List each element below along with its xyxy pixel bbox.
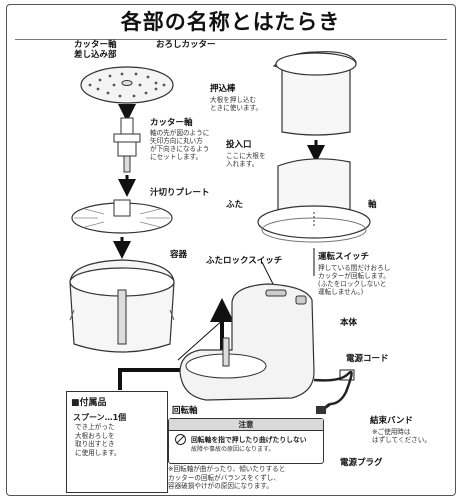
label-lid-lock-switch: ふたロックスイッチ [206, 256, 283, 266]
note-binding-band: ※ご使用時は はずしてください。 [372, 428, 431, 444]
main-body-illustration [179, 283, 315, 401]
label-inlet: 投入口 [226, 140, 252, 150]
power-cord-illustration [313, 370, 353, 406]
label-shaft: 軸 [368, 200, 377, 210]
label-rotary-shaft: 回転軸 [172, 406, 198, 416]
diagram-frame: 各部の名称とはたらき [6, 4, 456, 496]
caution-text-main: 回転軸を指で押したり曲げたりしない [191, 436, 307, 444]
label-grater-cutter: おろしカッター [156, 40, 216, 50]
caution-header: 注意 [169, 419, 323, 431]
caution-box: 注意 回転軸を指で押したり曲げたりしない 故障や事故の原因になります。 [168, 418, 324, 464]
binding-band-illustration [339, 369, 355, 381]
pusher-illustration [272, 51, 357, 136]
label-power-cord: 電源コード [346, 354, 389, 364]
note-cutter-shaft: 軸の先が図のように 矢印方向に丸い方 が下向きになるよう にセットします。 [150, 129, 210, 161]
accessories-note: でき上がった 大根おろしを 取り出すとき に使用します。 [75, 423, 121, 457]
label-binding-band: 結束バンド [370, 416, 413, 426]
power-plug-illustration [316, 406, 326, 414]
container-illustration [69, 259, 175, 353]
note-run-switch: 押している間だけおろし カッターが回転します。 (ふたをロックしないと 運転しま… [318, 264, 391, 296]
label-container: 容器 [170, 250, 188, 260]
note-pusher: 大根を押し込む ときに使います。 [210, 96, 263, 112]
label-cutter-shaft: カッター軸 [150, 118, 193, 128]
warning-note: ※回転軸が曲がったり、傾いたりすると カッターの回転がバランスをくずし、 容器破… [168, 465, 286, 490]
title-divider [15, 39, 447, 40]
grater-cutter-illustration [80, 66, 174, 104]
note-inlet: ここに大根を 入れます。 [226, 152, 266, 168]
label-body: 本体 [340, 318, 358, 328]
accessories-item: スプーン…1個 [73, 413, 127, 422]
label-juice-plate: 汁切りプレート [150, 188, 210, 198]
accessories-title: ■付属品 [71, 398, 107, 408]
label-cutter-shaft-socket: カッター軸 差し込み部 [74, 40, 117, 60]
cutter-shaft-illustration [113, 117, 141, 173]
juice-plate-illustration [71, 199, 173, 234]
label-power-plug: 電源プラグ [340, 458, 383, 468]
page-title: 各部の名称とはたらき [120, 10, 341, 34]
label-pusher: 押込棒 [210, 84, 236, 94]
label-run-switch: 運転スイッチ [318, 252, 370, 262]
assembly-arrow [118, 298, 234, 390]
label-lid: ふた [226, 200, 244, 210]
prohibited-icon [175, 434, 186, 445]
accessories-box: ■付属品 スプーン…1個 でき上がった 大根おろしを 取り出すとき に使用します… [66, 391, 168, 493]
lid-illustration [257, 158, 371, 243]
caution-text-sub: 故障や事故の原因になります。 [191, 446, 275, 453]
